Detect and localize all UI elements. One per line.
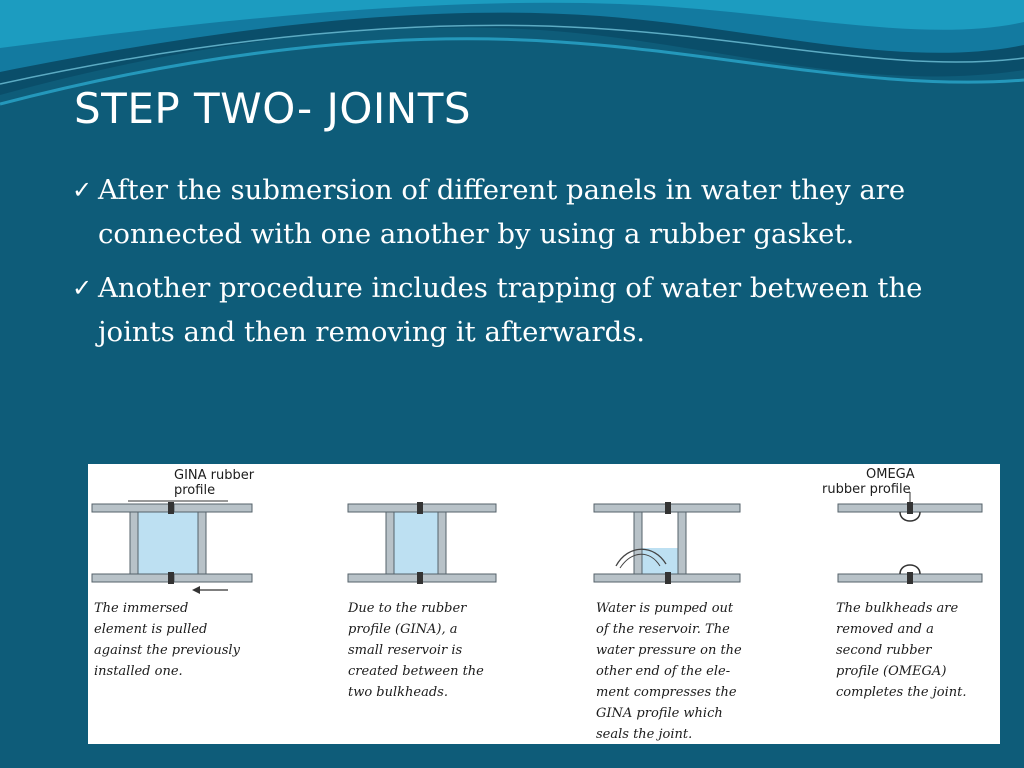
gina-profile bbox=[907, 572, 913, 584]
arrow-left-icon bbox=[192, 586, 200, 594]
decorative-wave-header bbox=[0, 0, 1024, 106]
tunnel-slab bbox=[837, 573, 909, 583]
bullet-text: After the submersion of different panels… bbox=[98, 174, 906, 250]
tunnel-slab bbox=[91, 573, 171, 583]
bullet-item: ✓ Another procedure includes trapping of… bbox=[68, 266, 988, 354]
joint-diagram-svg: GINA rubber profile bbox=[91, 467, 983, 742]
caption-line: installed one. bbox=[94, 664, 183, 679]
tunnel-slab bbox=[173, 573, 253, 583]
tunnel-slab bbox=[669, 573, 741, 583]
omega-label-line: OMEGA bbox=[866, 467, 915, 482]
tunnel-slab bbox=[837, 503, 909, 513]
pump-pipe bbox=[619, 553, 661, 569]
caption-line: completes the joint. bbox=[836, 685, 967, 700]
omega-profile bbox=[899, 564, 921, 575]
gina-profile bbox=[168, 572, 174, 584]
caption-line: profile (OMEGA) bbox=[836, 664, 946, 679]
water-reservoir bbox=[134, 510, 200, 578]
checkmark-icon: ✓ bbox=[72, 176, 93, 204]
caption-3: Water is pumped out of the reservoir. Th… bbox=[596, 601, 742, 742]
caption-line: small reservoir is bbox=[348, 643, 463, 658]
gina-profile bbox=[907, 502, 913, 514]
gina-profile bbox=[168, 502, 174, 514]
caption-4: The bulkheads are removed and a second r… bbox=[836, 601, 967, 700]
omega-profile bbox=[899, 511, 921, 522]
caption-line: ment compresses the bbox=[596, 685, 737, 700]
caption-line: element is pulled bbox=[94, 622, 207, 637]
tunnel-slab bbox=[347, 573, 419, 583]
caption-line: Water is pumped out bbox=[596, 601, 734, 616]
tunnel-slab bbox=[669, 503, 741, 513]
gina-profile bbox=[417, 502, 423, 514]
caption-line: water pressure on the bbox=[596, 643, 742, 658]
panel-4-drawing: OMEGA rubber profile bbox=[822, 467, 983, 584]
caption-line: seals the joint. bbox=[596, 727, 692, 742]
caption-line: two bulkheads. bbox=[348, 685, 448, 700]
panel-3-drawing bbox=[593, 502, 741, 584]
tunnel-slab bbox=[911, 573, 983, 583]
pump-pipe bbox=[615, 548, 667, 567]
water-reservoir bbox=[390, 512, 440, 574]
caption-line: GINA profile which bbox=[596, 706, 723, 721]
slide-title: STEP TWO- JOINTS bbox=[74, 84, 472, 133]
bulkhead bbox=[437, 511, 447, 575]
caption-line: second rubber bbox=[836, 643, 932, 658]
caption-line: removed and a bbox=[836, 622, 934, 637]
panel-2-drawing bbox=[347, 502, 497, 584]
tunnel-slab bbox=[421, 503, 497, 513]
tunnel-slab bbox=[593, 573, 667, 583]
bullet-text: Another procedure includes trapping of w… bbox=[98, 272, 923, 348]
bulkhead bbox=[677, 511, 687, 575]
water-reservoir bbox=[638, 548, 678, 574]
bullet-item: ✓ After the submersion of different pane… bbox=[68, 168, 988, 256]
gina-label-line: GINA rubber bbox=[174, 468, 255, 483]
caption-2: Due to the rubber profile (GINA), a smal… bbox=[347, 601, 484, 700]
checkmark-icon: ✓ bbox=[72, 274, 93, 302]
gina-profile bbox=[417, 572, 423, 584]
panel-1-drawing: GINA rubber profile bbox=[91, 468, 255, 594]
bullet-list: ✓ After the submersion of different pane… bbox=[68, 168, 988, 364]
tunnel-slab bbox=[173, 503, 253, 513]
gina-label-line: profile bbox=[174, 483, 215, 498]
caption-line: against the previously bbox=[94, 643, 241, 658]
tunnel-slab bbox=[421, 573, 497, 583]
tunnel-slab bbox=[593, 503, 667, 513]
tunnel-slab bbox=[911, 503, 983, 513]
caption-line: The immersed bbox=[94, 601, 188, 616]
caption-1: The immersed element is pulled against t… bbox=[94, 601, 241, 679]
caption-line: profile (GINA), a bbox=[348, 622, 457, 637]
caption-line: The bulkheads are bbox=[836, 601, 959, 616]
bulkhead bbox=[197, 511, 207, 575]
tunnel-slab bbox=[91, 503, 171, 513]
caption-line: other end of the ele- bbox=[596, 664, 730, 679]
bulkhead bbox=[129, 511, 139, 575]
joint-diagram: GINA rubber profile bbox=[88, 464, 1000, 744]
omega-label-line: rubber profile bbox=[822, 482, 911, 497]
gina-profile bbox=[665, 502, 671, 514]
caption-line: created between the bbox=[348, 664, 484, 679]
bulkhead bbox=[385, 511, 395, 575]
caption-line: of the reservoir. The bbox=[596, 622, 730, 637]
tunnel-slab bbox=[347, 503, 419, 513]
gina-profile bbox=[665, 572, 671, 584]
bulkhead bbox=[633, 511, 643, 575]
caption-line: Due to the rubber bbox=[347, 601, 467, 616]
